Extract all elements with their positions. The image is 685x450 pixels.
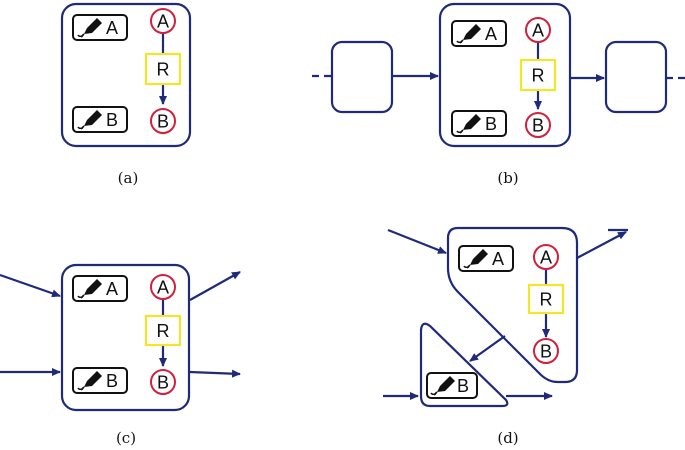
frame-d-triangle (419, 322, 509, 408)
pen-box-label: B (457, 376, 469, 396)
node-b-circle (150, 369, 176, 395)
panel-b: A B A R B (b) (312, 2, 685, 187)
caption-d: (d) (497, 429, 518, 447)
pen-box-b: B (451, 110, 507, 137)
output-arrow (189, 271, 241, 301)
relation-box (144, 314, 182, 347)
node-b-circle (533, 338, 559, 364)
node-b-circle (150, 108, 176, 134)
caption-a: (a) (118, 169, 139, 187)
node-b-label: B (540, 342, 552, 362)
node-b-circle (525, 112, 551, 138)
node-a-circle (150, 8, 176, 34)
node-b-label: B (157, 112, 169, 132)
input-arrow (387, 228, 447, 255)
relation-label: R (157, 321, 170, 341)
pen-box-a: A (72, 14, 128, 41)
panel-a: A B A R B (a) (60, 2, 192, 187)
pen-box-label: B (485, 114, 497, 134)
pen-box-a: A (451, 20, 507, 47)
panel-c: A B A R B (c) (0, 263, 241, 447)
node-a-label: A (540, 248, 552, 268)
frame-b (438, 2, 572, 148)
relation-label: R (157, 60, 170, 80)
output-arrow (576, 231, 627, 259)
node-a-label: A (157, 278, 169, 298)
link-arrow (469, 335, 506, 362)
node-a-label: A (532, 21, 544, 41)
relation-box (519, 58, 557, 92)
caption-b: (b) (497, 169, 518, 187)
pen-box-label: A (492, 249, 504, 269)
relation-box (144, 52, 182, 86)
pen-box-a: A (458, 245, 514, 272)
pen-box-b: B (426, 372, 478, 399)
relation-label: R (532, 66, 545, 86)
pen-box-label: A (106, 18, 118, 38)
caption-c: (c) (116, 429, 136, 447)
node-a-label: A (157, 12, 169, 32)
output-arrow (189, 369, 241, 378)
node-b-label: B (157, 373, 169, 393)
neighbor-box-left (330, 40, 394, 114)
pen-box-label: B (106, 110, 118, 130)
node-a-circle (525, 17, 551, 43)
pen-box-label: A (106, 279, 118, 299)
node-a-circle (533, 244, 559, 270)
pen-box-b: B (72, 106, 128, 133)
pen-box-b: B (72, 367, 128, 394)
relation-label: R (540, 290, 553, 310)
frame-c (60, 263, 191, 412)
input-arrow (0, 273, 61, 298)
node-b-label: B (532, 116, 544, 136)
node-a-circle (150, 274, 176, 300)
pen-box-a: A (72, 275, 128, 302)
panel-d: A A R B B (d) (383, 226, 628, 447)
relation-box (527, 283, 565, 315)
neighbor-box-right (604, 40, 668, 114)
pen-box-label: B (106, 371, 118, 391)
frame-d-main (446, 226, 579, 384)
pen-box-label: A (485, 24, 497, 44)
frame-a (60, 2, 192, 148)
